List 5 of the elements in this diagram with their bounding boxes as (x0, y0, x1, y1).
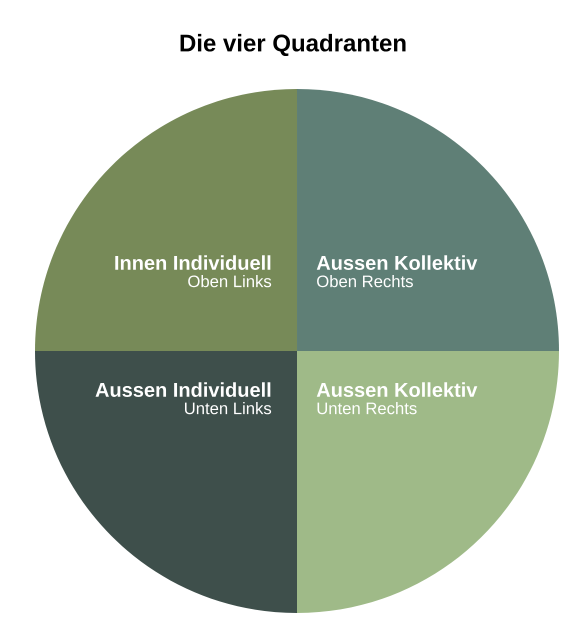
quadrant: Innen Individuell Oben Links (35, 89, 297, 351)
quadrant: Aussen Kollektiv Oben Rechts (297, 89, 559, 351)
quadrant: Aussen Individuell Unten Links (35, 351, 297, 613)
title: Die vier Quadranten (180, 34, 406, 56)
quadrant: Aussen Kollektiv Unten Rechts (297, 351, 559, 613)
